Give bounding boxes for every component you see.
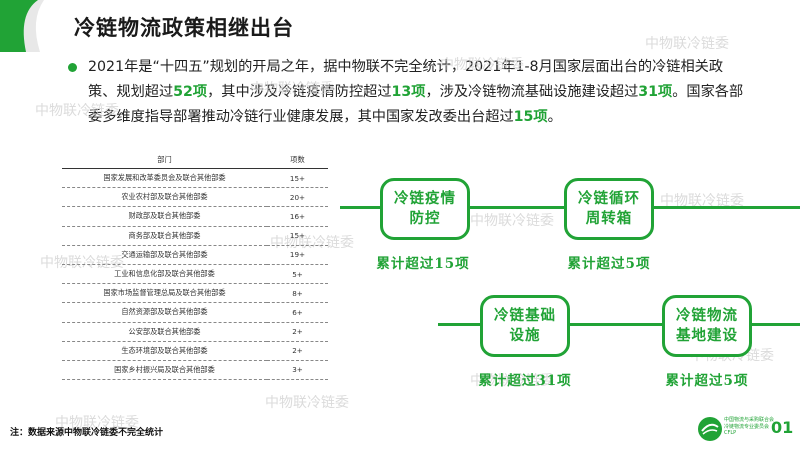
watermark: 中物联冷链委 — [645, 36, 729, 52]
node-label: 冷链基础设施 — [494, 307, 556, 344]
intro-paragraph: 2021年是“十四五”规划的开局之年，据中物联不完全统计，2021年1-8月国家… — [88, 55, 748, 130]
watermark: 中物联冷链委 — [265, 395, 349, 411]
source-note: 注：数据来源中物联冷链委不完全统计 — [10, 428, 164, 438]
node-infrastructure: 冷链基础设施 — [480, 295, 570, 357]
table-header-dept: 部门 — [62, 152, 267, 169]
dept-cell: 交通运输部及联合其他部委 — [62, 245, 267, 265]
count-cell: 15+ — [267, 226, 328, 246]
watermark: 中物联冷链委 — [470, 213, 554, 229]
node-caption: 累计超过5项 — [567, 256, 651, 272]
org-abbr: CFLP — [724, 430, 737, 436]
page-number: 01 — [771, 418, 794, 437]
watermark: 中物联冷链委 — [55, 415, 139, 431]
dept-cell: 财政部及联合其他部委 — [62, 206, 267, 227]
intro-text: ，其中涉及冷链疫情防控超过 — [207, 84, 392, 100]
dept-cell: 自然资源部及联合其他部委 — [62, 302, 267, 323]
node-caption: 累计超过15项 — [376, 256, 470, 272]
bullet-icon — [68, 63, 77, 72]
node-label: 冷链循环周转箱 — [578, 190, 640, 227]
node-circulation-box: 冷链循环周转箱 — [564, 178, 654, 240]
dept-cell: 国家乡村振兴局及联合其他部委 — [62, 360, 267, 381]
org-line-1: 中国物流与采购联合会 — [724, 417, 775, 423]
count-cell: 20+ — [267, 187, 328, 208]
count-cell: 3+ — [267, 360, 328, 381]
node-label: 冷链疫情防控 — [394, 190, 456, 227]
count-cell: 8+ — [267, 283, 328, 304]
intro-text: 。 — [547, 109, 562, 125]
dept-cell: 公安部及联合其他部委 — [62, 322, 267, 342]
count-cell: 5+ — [267, 264, 328, 285]
dept-cell: 国家市场监督管理总局及联合其他部委 — [62, 283, 267, 304]
node-logistics-base: 冷链物流基地建设 — [662, 295, 752, 357]
intro-text: 。国家各部委多维度指导部署推动冷链行业健康发展，其中国家发改委出台超过 — [88, 84, 744, 125]
intro-text: ，涉及冷链物流基础设施建设超过 — [425, 84, 639, 100]
dept-cell: 商务部及联合其他部委 — [62, 226, 267, 246]
watermark: 中物联冷链委 — [440, 57, 524, 73]
watermark: 中物联冷链委 — [250, 81, 334, 97]
watermark: 中物联冷链委 — [660, 193, 744, 209]
page-title: 冷链物流政策相继出台 — [74, 16, 294, 40]
node-caption: 累计超过31项 — [478, 373, 572, 389]
org-name: 中国物流与采购联合会 冷链物流专业委员会 CFLP — [724, 417, 774, 437]
org-line-2: 冷链物流专业委员会 — [724, 423, 770, 430]
node-caption: 累计超过5项 — [665, 373, 749, 389]
watermark: 中物联冷链委 — [35, 103, 119, 119]
count-cell: 2+ — [267, 341, 328, 361]
watermark: 中物联冷链委 — [470, 373, 554, 389]
count-cell: 19+ — [267, 245, 328, 265]
dept-cell: 生态环境部及联合其他部委 — [62, 341, 267, 361]
count-cell: 6+ — [267, 302, 328, 323]
table-header-count: 项数 — [267, 152, 328, 169]
count-cell: 2+ — [267, 322, 328, 342]
highlight-number: 52项 — [173, 84, 208, 100]
node-cold-chain-epidemic: 冷链疫情防控 — [380, 178, 470, 240]
highlight-number: 31项 — [638, 84, 673, 100]
timeline-line-bottom — [438, 323, 800, 326]
corner-decoration — [0, 0, 44, 52]
count-cell: 15+ — [267, 168, 328, 189]
dept-cell: 国家发展和改革委员会及联合其他部委 — [62, 168, 267, 189]
dept-cell: 工业和信息化部及联合其他部委 — [62, 264, 267, 285]
highlight-number: 15项 — [513, 109, 548, 125]
cflp-logo-icon — [698, 417, 722, 441]
count-cell: 16+ — [267, 206, 328, 227]
table-header-row: 部门 项数 — [62, 152, 328, 169]
intro-text: 2021年是“十四五”规划的开局之年，据中物联不完全统计，2021年1-8月国家… — [88, 59, 724, 100]
node-label: 冷链物流基地建设 — [676, 307, 738, 344]
highlight-number: 13项 — [391, 84, 426, 100]
dept-cell: 农业农村部及联合其他部委 — [62, 187, 267, 208]
